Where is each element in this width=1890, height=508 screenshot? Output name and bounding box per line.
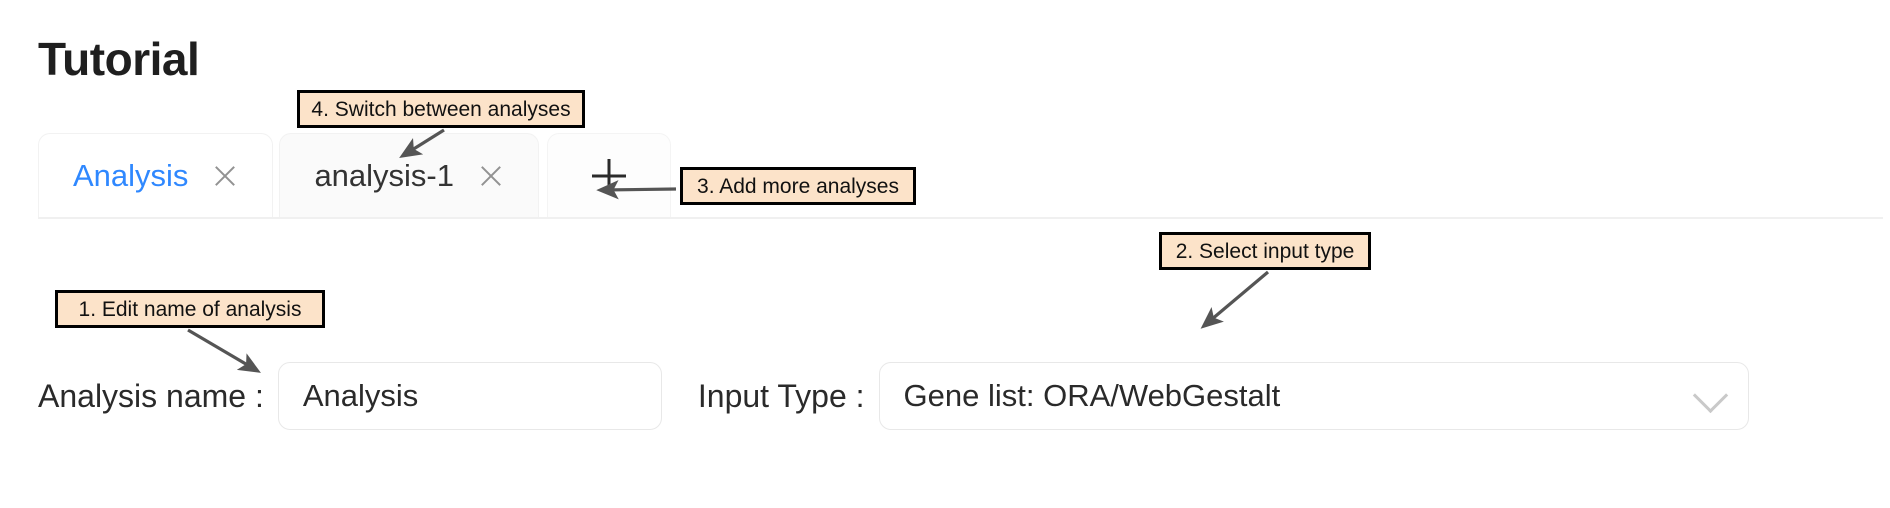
analysis-settings-row: Analysis name : Input Type : Gene list: … — [38, 362, 1749, 430]
add-analysis-tab-button[interactable] — [547, 133, 671, 217]
close-icon[interactable] — [212, 163, 238, 189]
annotation-callout-3: 3. Add more analyses — [680, 167, 916, 205]
tab-analysis[interactable]: Analysis — [38, 133, 274, 217]
analysis-name-input[interactable] — [277, 362, 662, 430]
tab-analysis-1[interactable]: analysis-1 — [279, 133, 539, 217]
arrow-2 — [1200, 270, 1270, 329]
input-type-label: Input Type : — [697, 378, 865, 414]
input-type-select[interactable]: Gene list: ORA/WebGestalt — [878, 362, 1749, 430]
tab-analysis-1-label: analysis-1 — [314, 158, 454, 193]
analysis-name-label: Analysis name : — [38, 378, 264, 414]
tab-analysis-label: Analysis — [73, 158, 189, 193]
close-icon[interactable] — [478, 163, 504, 189]
plus-icon — [592, 159, 626, 193]
analysis-tab-bar: Analysis analysis-1 — [38, 133, 1883, 219]
annotation-callout-4: 4. Switch between analyses — [297, 90, 585, 128]
input-type-select-wrap: Gene list: ORA/WebGestalt — [878, 362, 1749, 430]
annotation-callout-1: 1. Edit name of analysis — [55, 290, 325, 328]
annotation-callout-2: 2. Select input type — [1159, 232, 1371, 270]
input-type-select-value: Gene list: ORA/WebGestalt — [903, 378, 1281, 413]
page-title: Tutorial — [38, 33, 200, 85]
